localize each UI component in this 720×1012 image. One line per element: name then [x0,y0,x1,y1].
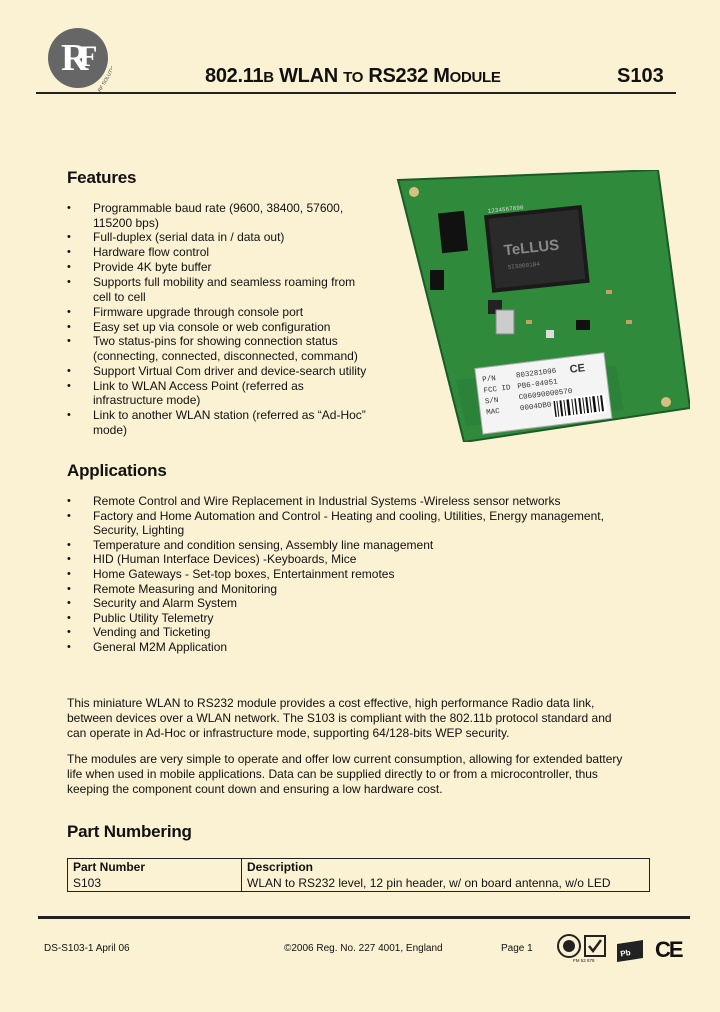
list-item: Factory and Home Automation and Control … [67,509,627,538]
part-numbering-heading: Part Numbering [67,822,192,841]
table-cell: WLAN to RS232 level, 12 pin header, w/ o… [241,875,650,892]
svg-text:FCC ID: FCC ID [483,384,511,395]
description-paragraph-1: This miniature WLAN to RS232 module prov… [67,696,612,740]
list-item: Link to another WLAN station (referred a… [67,408,367,437]
list-item: Public Utility Telemetry [67,611,627,626]
list-item: Provide 4K byte buffer [67,260,367,275]
copyright-text: ©2006 Reg. No. 227 4001, England [284,943,443,954]
document-reference: DS-S103-1 April 06 [44,943,130,954]
list-item: Remote Measuring and Monitoring [67,582,627,597]
svg-text:1234567890: 1234567890 [487,204,524,215]
ce-mark: CE [655,937,684,962]
list-item: HID (Human Interface Devices) -Keyboards… [67,552,627,567]
svg-text:MAC: MAC [486,408,501,418]
list-item: Hardware flow control [67,245,367,260]
svg-text:SIS0001B4: SIS0001B4 [507,261,540,271]
main-chip: TeLLUS SIS0001B4 1234567890 [484,204,590,293]
list-item: Link to WLAN Access Point (referred as i… [67,379,367,408]
footer-rule [38,916,690,919]
list-item: Easy set up via console or web configura… [67,320,367,335]
model-number: S103 [617,65,664,87]
list-item: Supports full mobility and seamless roam… [67,275,367,304]
features-heading: Features [67,168,137,187]
features-list: Programmable baud rate (9600, 38400, 576… [67,201,367,438]
list-item: Security and Alarm System [67,596,627,611]
svg-text:CE: CE [569,362,586,376]
svg-text:F: F [79,40,97,73]
svg-text:TeLLUS: TeLLUS [503,237,560,260]
wlan-module-image: TeLLUS SIS0001B4 1234567890 P/N 80328109… [396,170,690,442]
module-label: P/N 803281096 FCC ID PB6-04051 S/N C0609… [474,352,613,435]
column-header: Part Number [67,858,242,875]
svg-text:FM 52 878: FM 52 878 [573,958,595,963]
list-item: Remote Control and Wire Replacement in I… [67,494,627,509]
part-numbering-table: Part Number Description S103 WLAN to RS2… [67,858,650,892]
table-header-row: Part Number Description [67,858,650,875]
rf-solutions-logo: R F RF SOLUTIONS [48,28,112,92]
svg-text:S/N: S/N [485,397,499,407]
table-row: S103 WLAN to RS232 level, 12 pin header,… [67,875,650,892]
lead-free-icon: Pb [617,940,643,962]
module-board [396,170,690,442]
header-rule [36,92,676,94]
list-item: Home Gateways - Set-top boxes, Entertain… [67,567,627,582]
svg-text:Pb: Pb [620,948,632,959]
svg-text:P/N: P/N [482,375,496,385]
svg-text:R: R [61,37,89,79]
applications-list: Remote Control and Wire Replacement in I… [67,494,627,655]
list-item: Vending and Ticketing [67,625,627,640]
page-number: Page 1 [501,943,533,954]
list-item: Firmware upgrade through console port [67,305,367,320]
list-item: Temperature and condition sensing, Assem… [67,538,627,553]
list-item: General M2M Application [67,640,627,655]
document-title: 802.11B WLAN TO RS232 MODULE [205,65,501,87]
list-item: Full-duplex (serial data in / data out) [67,230,367,245]
column-header: Description [241,858,650,875]
list-item: Two status-pins for showing connection s… [67,334,367,363]
iso-certification-icon: FM 52 878 [557,934,606,963]
applications-heading: Applications [67,461,167,480]
list-item: Programmable baud rate (9600, 38400, 576… [67,201,367,230]
description-paragraph-2: The modules are very simple to operate a… [67,752,623,796]
list-item: Support Virtual Com driver and device-se… [67,364,367,379]
table-cell: S103 [67,875,242,892]
